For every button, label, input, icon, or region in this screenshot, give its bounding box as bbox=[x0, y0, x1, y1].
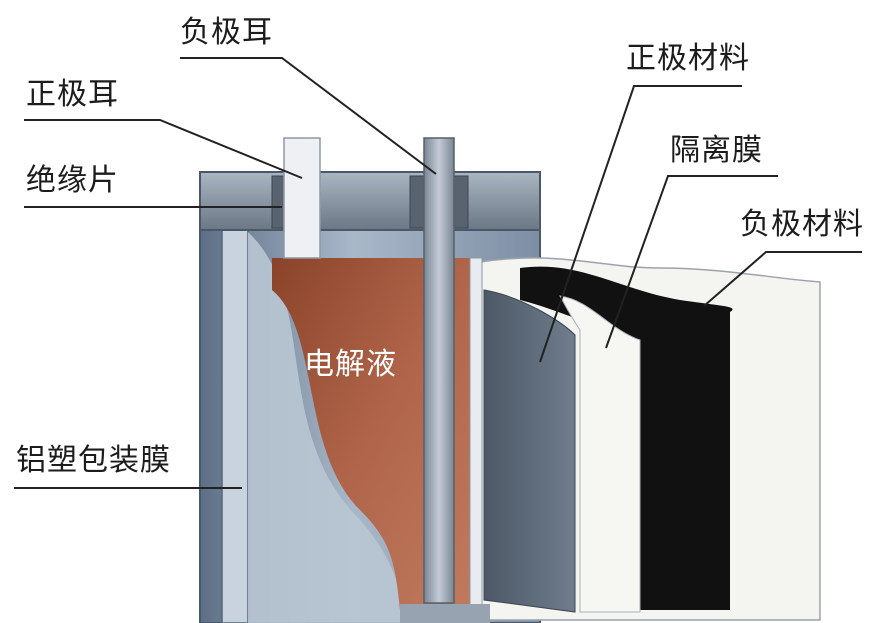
negative-material-label: 负极材料 bbox=[740, 207, 864, 242]
aluminum-plastic-film-label: 铝塑包装膜 bbox=[16, 443, 171, 478]
negative-material-layer bbox=[520, 266, 733, 610]
casing-inner-wall bbox=[221, 227, 249, 623]
positive-material-label: 正极材料 bbox=[626, 41, 750, 76]
leader-negative-material bbox=[703, 251, 862, 307]
leader-positive-material bbox=[539, 85, 742, 363]
leader-negative-tab bbox=[180, 57, 437, 175]
separator-label: 隔离膜 bbox=[670, 133, 763, 168]
casing-fold bbox=[248, 232, 410, 623]
negative-tab bbox=[423, 137, 455, 604]
positive-material-layer bbox=[483, 289, 576, 613]
separator-layer bbox=[559, 295, 641, 613]
top-lid bbox=[199, 171, 541, 231]
leader-positive-tab bbox=[24, 119, 303, 179]
negative-tab-label: 负极耳 bbox=[180, 15, 273, 50]
leader-separator bbox=[605, 175, 778, 349]
electrolyte-region bbox=[272, 258, 470, 610]
positive-tab bbox=[283, 137, 321, 259]
winding-edge bbox=[469, 257, 483, 619]
electrolyte-label: 电解液 bbox=[304, 347, 397, 382]
positive-tab-label: 正极耳 bbox=[26, 77, 119, 112]
bottom-base bbox=[400, 604, 490, 623]
insulation-sheet-label: 绝缘片 bbox=[26, 163, 119, 198]
